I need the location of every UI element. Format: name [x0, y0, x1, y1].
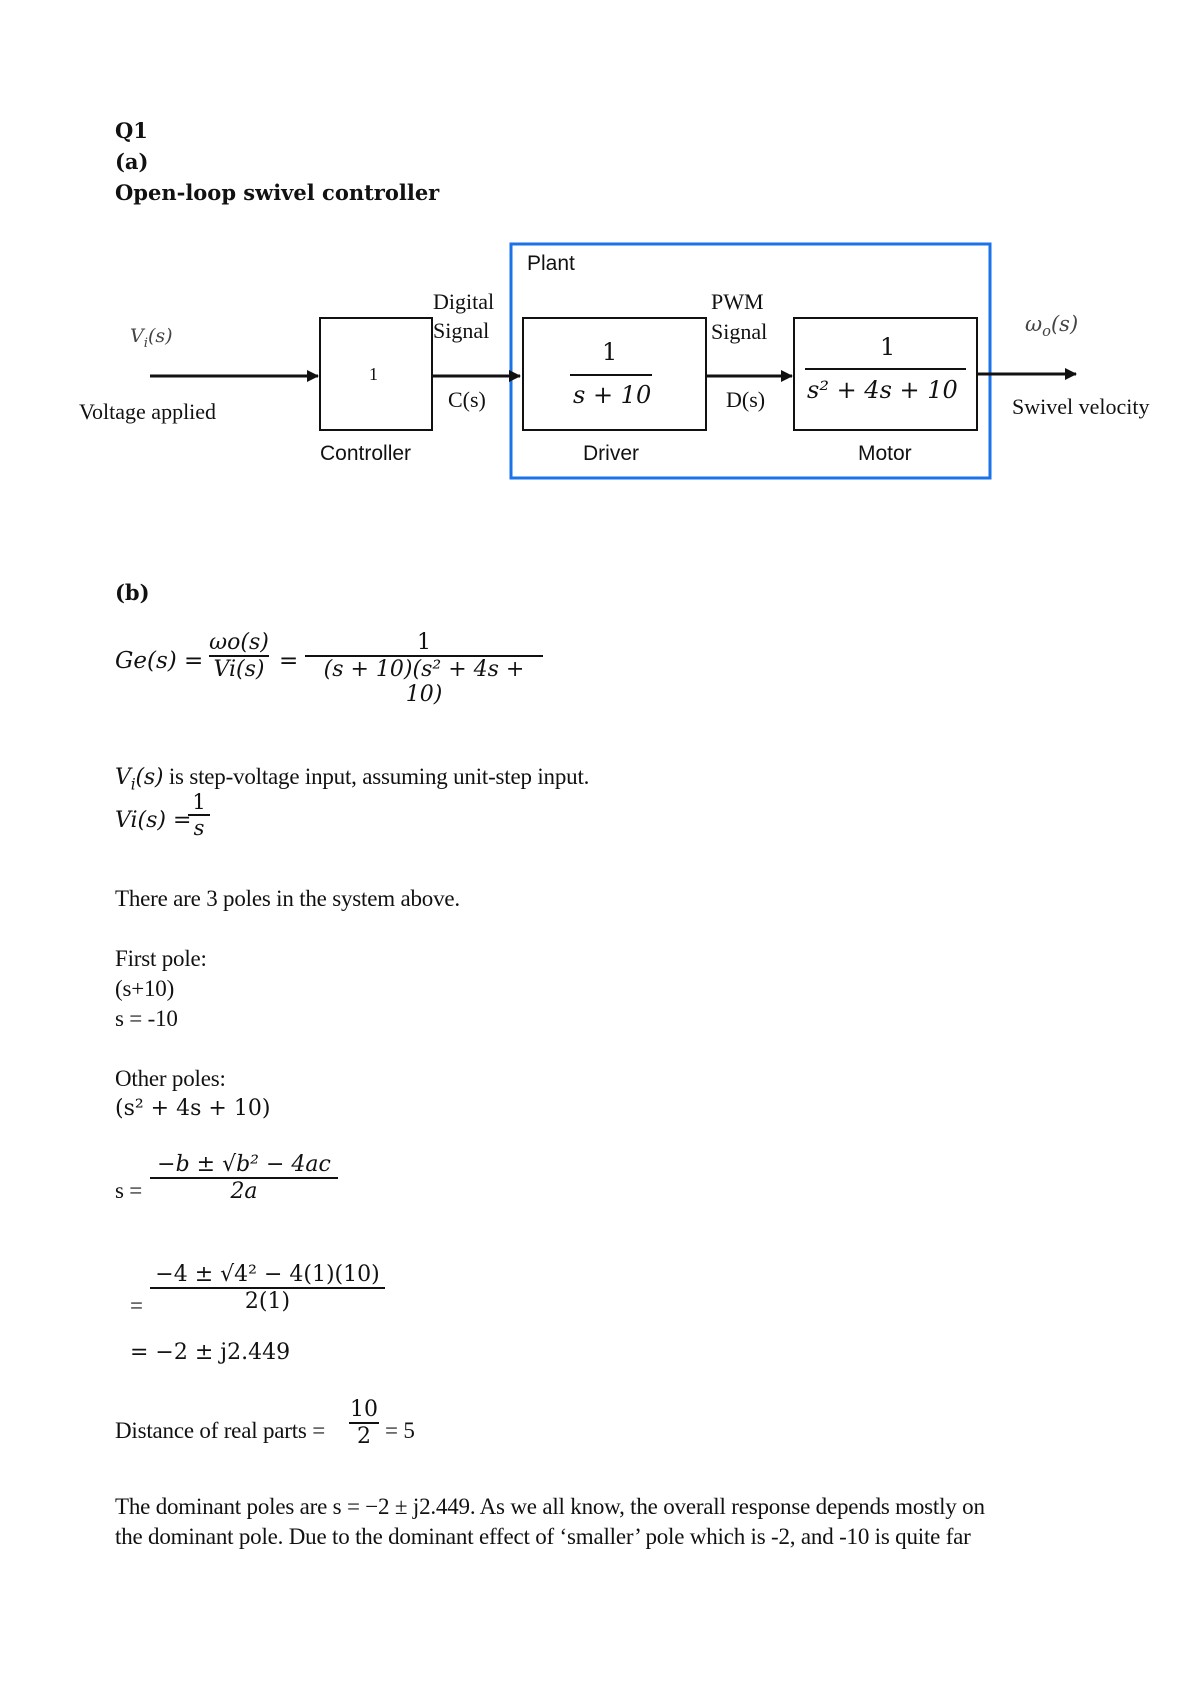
pwm-signal-label: PWM Signal — [711, 289, 768, 344]
driver-denominator: s + 10 — [573, 381, 652, 409]
substitution-equals: = — [130, 1293, 143, 1318]
part-b-label: (b) — [115, 580, 150, 605]
driver-label: Driver — [583, 442, 639, 465]
poles-intro: There are 3 poles in the system above. — [115, 886, 460, 911]
first-pole-root: s = -10 — [115, 1006, 178, 1031]
substitution-fraction: −4 ± √4² − 4(1)(10) 2(1) — [150, 1262, 385, 1314]
first-pole-heading: First pole: — [115, 946, 207, 971]
controller-block — [319, 317, 433, 431]
vi-lhs: Vi(s) = — [115, 808, 192, 833]
output-caption: Swivel velocity — [1012, 394, 1150, 419]
distance-fraction: 10 2 — [349, 1397, 379, 1449]
question-number: Q1 — [115, 118, 148, 143]
dominant-line-2: the dominant pole. Due to the dominant e… — [115, 1524, 971, 1549]
c-signal-label: C(s) — [448, 387, 486, 412]
input-caption: Voltage applied — [79, 399, 217, 424]
part-a-label: (a) — [115, 149, 149, 174]
distance-lhs: Distance of real parts = — [115, 1418, 325, 1443]
plant-container — [509, 242, 992, 480]
quadratic-fraction: −b ± √b² − 4ac 2a — [150, 1152, 338, 1204]
other-poles-factor: (s² + 4s + 10) — [115, 1096, 271, 1121]
driver-numerator: 1 — [602, 338, 618, 366]
block-diagram — [150, 242, 1077, 480]
motor-block — [793, 317, 978, 431]
ge-lhs: Ge(s) = — [115, 648, 204, 674]
ge-rhs-fraction: 1 (s + 10)(s² + 4s + 10) — [305, 630, 543, 707]
input-symbol: Vi(s) — [130, 325, 173, 351]
dominant-line-1: The dominant poles are s = −2 ± j2.449. … — [115, 1494, 985, 1519]
motor-numerator: 1 — [880, 333, 896, 361]
plant-label: Plant — [527, 252, 575, 275]
pole-result: = −2 ± j2.449 — [130, 1340, 291, 1365]
ge-fraction: ωo(s) Vi(s) — [209, 630, 269, 682]
output-symbol: ωo(s) — [1025, 312, 1079, 341]
section-title: Open-loop swivel controller — [115, 180, 440, 205]
vi-sentence: Vi(s) is step-voltage input, assuming un… — [115, 764, 590, 794]
controller-gain: 1 — [369, 364, 378, 384]
controller-label: Controller — [320, 442, 412, 465]
d-signal-label: D(s) — [726, 387, 766, 412]
motor-denominator: s² + 4s + 10 — [807, 376, 958, 404]
ge-equals: = — [279, 648, 299, 674]
quadratic-lhs: s = — [115, 1178, 143, 1203]
digital-signal-label: Digital Signal — [433, 289, 495, 343]
first-pole-factor: (s+10) — [115, 976, 175, 1001]
other-poles-heading: Other poles: — [115, 1066, 226, 1091]
distance-rhs: = 5 — [385, 1418, 415, 1443]
motor-label: Motor — [858, 442, 912, 465]
vi-fraction: 1 s — [188, 790, 210, 840]
